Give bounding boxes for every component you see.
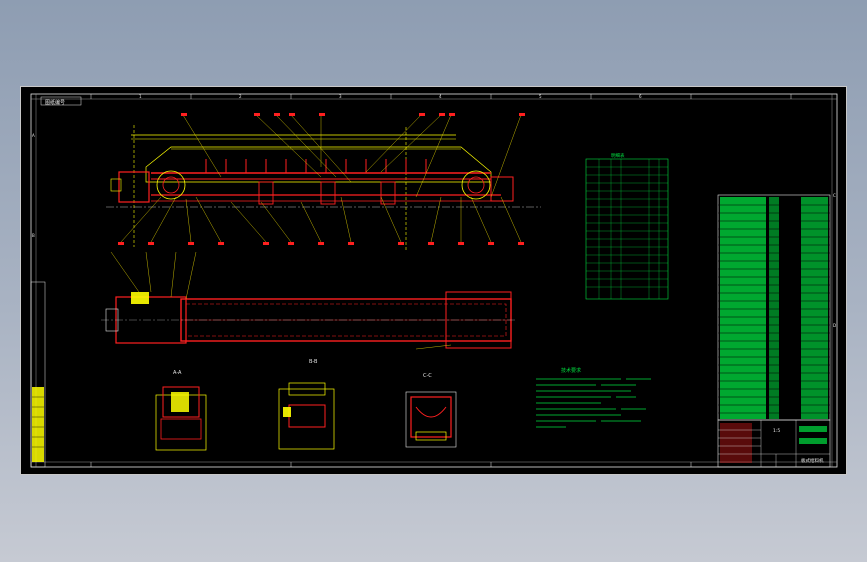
zone-ticks [90, 94, 792, 467]
cad-drawing: 图纸编号 1 2 3 4 5 6 A B C D [30, 93, 838, 468]
front-elevation [106, 113, 541, 252]
zone-side-a: A [32, 133, 35, 138]
right-bom-table [717, 194, 831, 421]
section-c-c [405, 391, 457, 448]
center-table-title: 明细表 [611, 152, 625, 159]
section-label-b: B-B [309, 359, 318, 365]
zone-top-4: 4 [439, 94, 442, 99]
center-parts-table: 明细表 [585, 152, 669, 300]
title-block: 1:5 板式给料机 [717, 419, 831, 468]
section-label-c: C-C [423, 373, 432, 379]
zone-top-6: 6 [639, 94, 642, 99]
tech-notes-lines [536, 378, 651, 428]
corner-tag: 图纸编号 [45, 99, 65, 106]
title-block-scale: 1:5 [773, 428, 780, 434]
zone-top-5: 5 [539, 94, 542, 99]
corner-tag-box [40, 96, 82, 106]
drawing-sheet: 图纸编号 1 2 3 4 5 6 A B C D [20, 86, 847, 475]
plan-view [101, 251, 516, 350]
inner-frame [30, 93, 838, 468]
title-block-name: 板式给料机 [801, 457, 824, 464]
zone-top-3: 3 [339, 94, 342, 99]
binding-strip-fill [32, 387, 44, 462]
zone-top-1: 1 [139, 94, 142, 99]
zone-side-c: C [833, 193, 836, 198]
section-b-b [278, 382, 335, 450]
section-a-a [155, 386, 207, 451]
zone-side-b: B [32, 233, 35, 238]
tech-notes-title: 技术要求 [561, 367, 581, 374]
binding-strip [30, 281, 46, 468]
section-label-a: A-A [173, 370, 182, 376]
zone-side-d: D [833, 323, 836, 328]
zone-top-2: 2 [239, 94, 242, 99]
